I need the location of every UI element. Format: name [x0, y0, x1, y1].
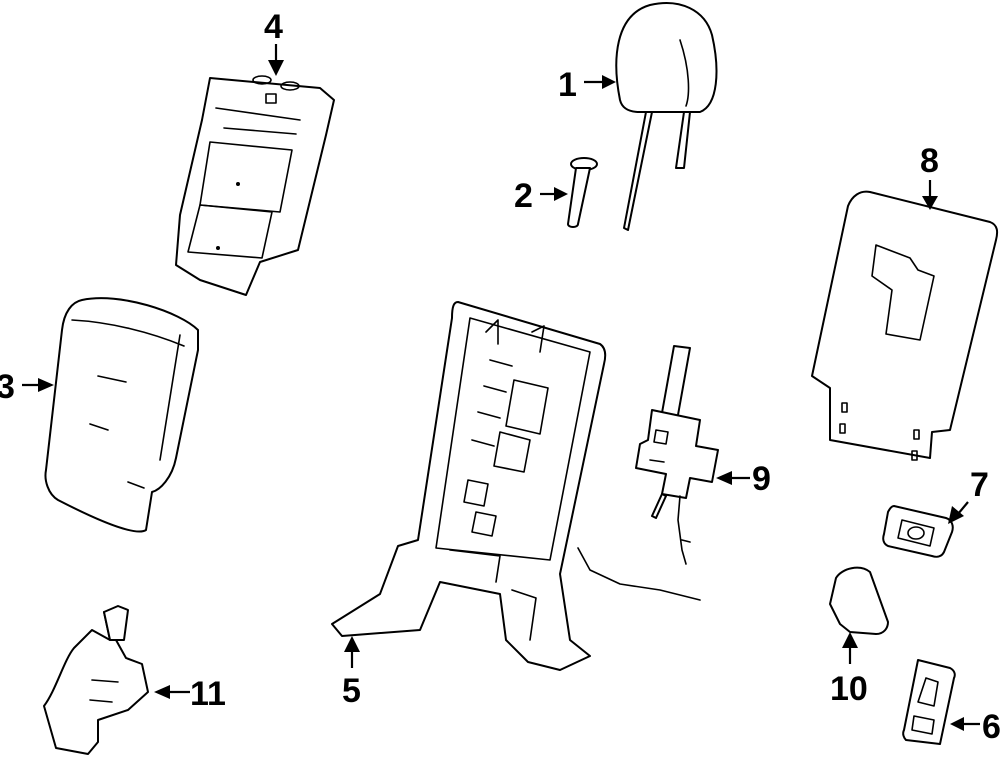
callout-7: 7 [970, 466, 989, 504]
callout-5: 5 [342, 672, 361, 710]
part-8-rear-panel [811, 190, 999, 461]
callout-10: 10 [830, 670, 868, 708]
part-11-side-shield [43, 605, 149, 755]
part-7-bezel [882, 505, 954, 558]
callout-4: 4 [264, 8, 283, 46]
part-3-cushion [44, 297, 199, 533]
callout-11: 11 [190, 675, 226, 713]
callout-2: 2 [514, 177, 533, 215]
part-5-frame [331, 301, 607, 671]
callout-1: 1 [558, 66, 577, 104]
callout-8: 8 [920, 142, 939, 180]
part-2-guide [567, 157, 598, 228]
callout-3: 3 [0, 368, 15, 406]
callout-6: 6 [982, 708, 1000, 746]
callout-9: 9 [752, 460, 771, 498]
callout-arrows [22, 44, 980, 731]
part-4-back-panel [175, 75, 335, 296]
part-9-latch [577, 345, 719, 601]
part-6-latch-cover [902, 659, 956, 745]
part-10-trim-cover [829, 566, 889, 635]
part-1-headrest [615, 2, 718, 231]
